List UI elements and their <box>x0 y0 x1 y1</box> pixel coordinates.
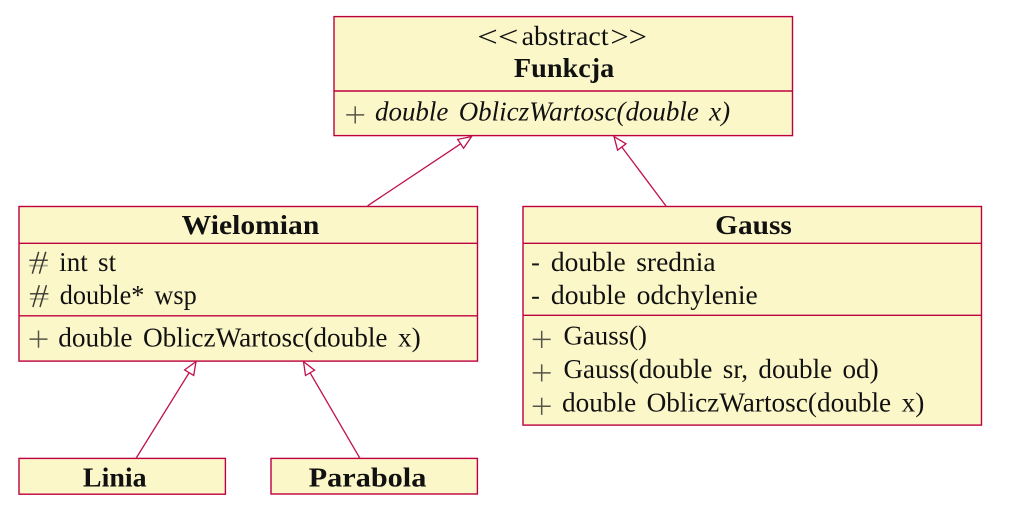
svg-text:Linia: Linia <box>83 463 147 493</box>
svg-text:double odchylenie: double odchylenie <box>551 280 758 310</box>
svg-text:>>: >> <box>610 20 647 53</box>
svg-text:double ObliczWartosc(double x): double ObliczWartosc(double x) <box>58 322 420 352</box>
svg-text:Gauss: Gauss <box>715 210 792 240</box>
svg-text:Funkcja: Funkcja <box>514 53 615 83</box>
svg-text:abstract: abstract <box>522 21 610 51</box>
svg-text:int st: int st <box>59 247 116 277</box>
svg-text:Wielomian: Wielomian <box>182 210 320 240</box>
svg-text:double ObliczWartosc(double x): double ObliczWartosc(double x) <box>375 96 730 126</box>
svg-text:Parabola: Parabola <box>309 463 427 493</box>
svg-text:double ObliczWartosc(double x): double ObliczWartosc(double x) <box>562 388 924 418</box>
svg-text:double* wsp: double* wsp <box>60 280 197 310</box>
svg-text:Gauss(): Gauss() <box>564 321 648 351</box>
svg-text:Gauss(double sr, double od): Gauss(double sr, double od) <box>564 354 879 384</box>
svg-text:<<: << <box>477 20 518 53</box>
svg-text:double srednia: double srednia <box>551 247 716 277</box>
